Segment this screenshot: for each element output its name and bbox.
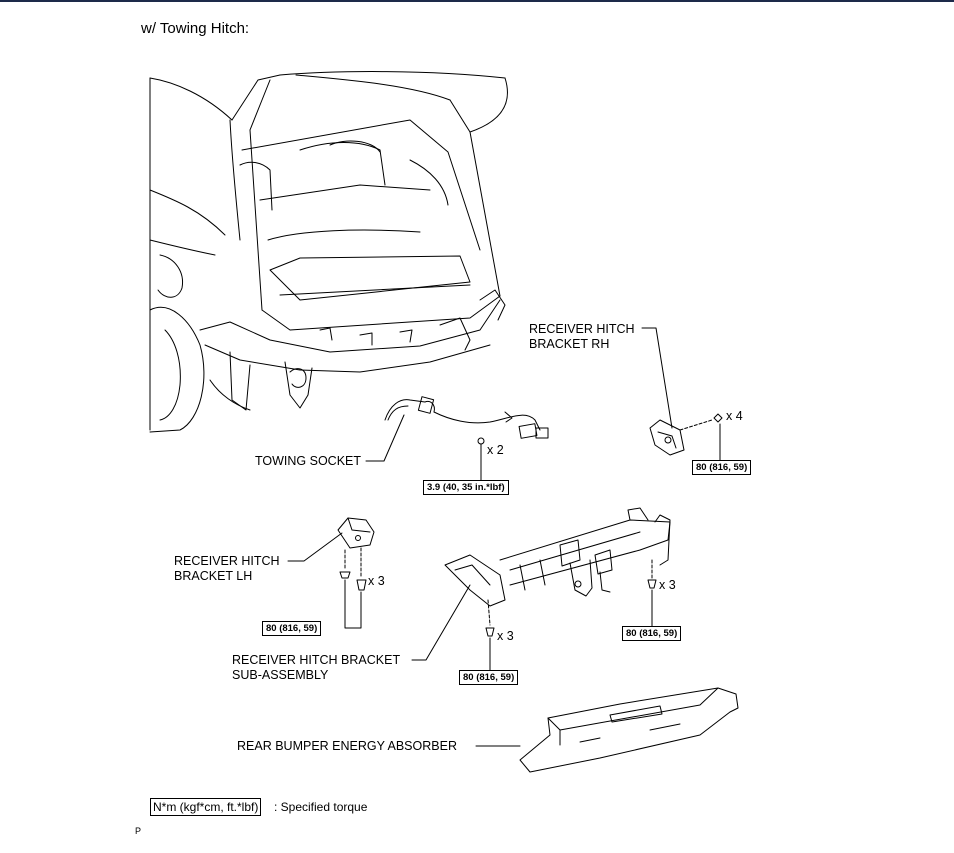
top-rule [0, 0, 954, 2]
torque-rh: 80 (816, 59) [692, 460, 752, 475]
torque-lh: 80 (816, 59) [262, 621, 322, 636]
page-mark: P [135, 826, 142, 836]
qty-rh-bolts: x 4 [726, 409, 743, 423]
qty-socket-bolts: x 2 [487, 443, 504, 457]
label-rear-bumper-energy-absorber: REAR BUMPER ENERGY ABSORBER [237, 739, 457, 753]
label-receiver-hitch-bracket-sub-assembly: RECEIVER HITCH BRACKET SUB-ASSEMBLY [232, 653, 401, 682]
legend-unit-box: N*m (kgf*cm, ft.*lbf) [150, 798, 262, 816]
bracket-rh-illustration [649, 413, 723, 456]
vehicle-rear-illustration [149, 71, 508, 433]
energy-absorber-illustration [519, 687, 739, 773]
page-title: w/ Towing Hitch: [141, 20, 250, 37]
torque-sub-right: 80 (816, 59) [622, 626, 682, 641]
towing-socket-harness [384, 396, 549, 445]
torque-sub-left: 80 (816, 59) [459, 670, 519, 685]
torque-socket: 3.9 (40, 35 in.*lbf) [423, 480, 509, 495]
legend-text: : Specified torque [274, 800, 368, 814]
bracket-lh-illustration [337, 517, 375, 591]
qty-sub-right-bolts: x 3 [659, 578, 676, 592]
label-towing-socket: TOWING SOCKET [255, 454, 362, 468]
bracket-sub-assembly-illustration [444, 507, 671, 637]
label-receiver-hitch-bracket-rh: RECEIVER HITCH BRACKET RH [529, 322, 635, 351]
qty-lh-bolts: x 3 [368, 574, 385, 588]
label-receiver-hitch-bracket-lh: RECEIVER HITCH BRACKET LH [174, 554, 280, 583]
leader-lines [287, 327, 721, 747]
qty-sub-left-bolts: x 3 [497, 629, 514, 643]
